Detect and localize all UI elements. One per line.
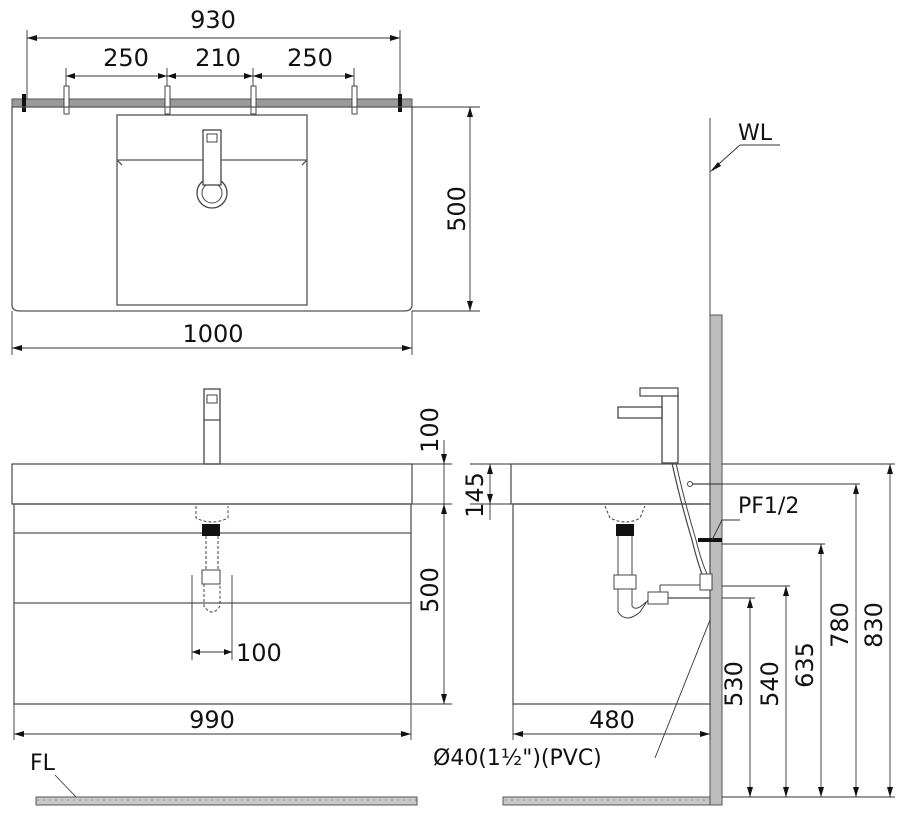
side-cabinet: [512, 503, 711, 705]
side-floor: [502, 796, 711, 806]
dim-label-990: 990: [189, 706, 235, 734]
dim-label-530: 530: [720, 661, 748, 707]
pipe-diameter-label: Ø40(1½")(PVC): [433, 746, 602, 771]
dim-depth: 500: [412, 106, 480, 312]
plan-faucet-icon: [196, 129, 228, 209]
dim-label-635: 635: [791, 642, 819, 688]
dim-label-830: 830: [860, 602, 888, 648]
wall-label: WL: [738, 121, 773, 146]
dim-label-100-drain: 100: [236, 639, 282, 667]
wall: [709, 314, 723, 806]
dim-label-930: 930: [190, 6, 236, 34]
front-countertop: [11, 463, 413, 505]
dim-heights: 530 540 635 780 830: [720, 463, 895, 798]
dim-side-depth: 480: [512, 704, 711, 740]
front-floor: FL: [30, 751, 418, 806]
front-drain: 100: [191, 506, 282, 667]
plan-countertop: [11, 106, 413, 312]
dim-label-250-right: 250: [287, 44, 333, 72]
plan-view: 930 250 210 250: [11, 6, 480, 355]
dim-label-1000: 1000: [182, 320, 243, 348]
dim-label-100-faucet: 100: [416, 407, 444, 453]
pipe-diameter-callout: Ø40(1½")(PVC): [433, 619, 711, 771]
dim-front-vertical: 100 500: [412, 407, 452, 705]
floor-label: FL: [30, 751, 56, 776]
supply-hose: [671, 462, 722, 591]
front-faucet-icon: [203, 388, 221, 465]
side-view: WL: [433, 118, 895, 806]
pipe-thread-callout: PF1/2: [711, 494, 799, 541]
side-faucet-icon: [617, 387, 679, 464]
dim-overall-width: 1000: [11, 311, 413, 355]
mounting-bolts: [63, 85, 358, 115]
dim-label-145: 145: [461, 472, 489, 518]
dim-cabinet-width: 990: [13, 704, 412, 740]
dim-label-250-left: 250: [103, 44, 149, 72]
wall-line: WL: [709, 118, 780, 315]
dim-label-500-front: 500: [416, 567, 444, 613]
dim-overall-top: 930: [26, 6, 401, 100]
dim-label-210: 210: [195, 44, 241, 72]
dim-label-540: 540: [756, 661, 784, 707]
dim-label-480: 480: [589, 706, 635, 734]
plan-basin: [116, 114, 308, 306]
front-cabinet: [13, 503, 412, 705]
side-drain: [604, 505, 710, 619]
dim-label-500-plan: 500: [443, 186, 471, 232]
pipe-thread-label: PF1/2: [738, 494, 799, 519]
dim-top-thickness: 145: [461, 463, 511, 520]
dim-label-780: 780: [826, 602, 854, 648]
front-view: 100 100 500 990 FL: [11, 388, 452, 806]
